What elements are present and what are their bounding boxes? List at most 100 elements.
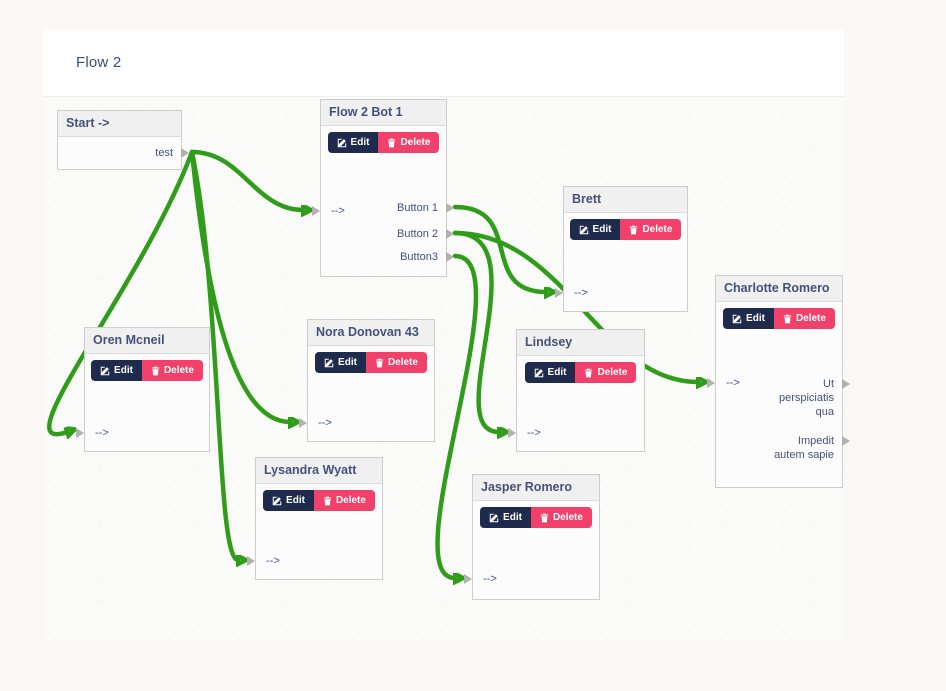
edit-pencil-icon bbox=[489, 513, 499, 522]
output-port-label: test bbox=[155, 147, 173, 159]
trash-icon bbox=[783, 314, 792, 323]
input-port-arrow-icon[interactable] bbox=[312, 206, 320, 216]
node-title: Oren Mcneil bbox=[85, 328, 209, 354]
edge-start-test-to-nora-donovan-43[interactable] bbox=[189, 149, 290, 422]
edit-button-label: Edit bbox=[547, 367, 567, 378]
output-port-arrow-icon[interactable] bbox=[446, 229, 454, 239]
edit-button[interactable]: Edit bbox=[569, 219, 621, 240]
edit-button[interactable]: Edit bbox=[524, 362, 576, 383]
node-title: Start -> bbox=[58, 111, 181, 137]
delete-button[interactable]: Delete bbox=[365, 352, 427, 373]
node-title: Charlotte Romero bbox=[716, 276, 842, 302]
output-port-label: Button 1 bbox=[397, 202, 438, 214]
delete-button[interactable]: Delete bbox=[378, 132, 440, 153]
node-start[interactable]: Start -> test bbox=[57, 110, 189, 170]
flow-title-bar: Flow 2 bbox=[43, 29, 844, 97]
delete-button-label: Delete bbox=[597, 367, 628, 378]
delete-button-label: Delete bbox=[795, 313, 826, 324]
edit-button-label: Edit bbox=[746, 313, 765, 324]
input-port-arrow-icon[interactable] bbox=[555, 288, 563, 298]
input-port-label: --> bbox=[331, 205, 345, 217]
input-port-arrow-icon[interactable] bbox=[707, 378, 715, 388]
edge-button-3-to-jasper-romero[interactable] bbox=[435, 253, 479, 578]
trash-icon bbox=[540, 513, 549, 522]
input-port-arrow-icon[interactable] bbox=[247, 556, 255, 566]
node-nora-donovan-43[interactable]: Nora Donovan 43 Edit Delete --> bbox=[299, 319, 435, 442]
output-port-arrow-icon[interactable] bbox=[446, 203, 454, 213]
delete-button-label: Delete bbox=[387, 357, 418, 368]
node-title: Jasper Romero bbox=[473, 475, 599, 501]
node-actions: Edit Delete bbox=[564, 219, 687, 240]
node-title: Lindsey bbox=[517, 330, 644, 356]
node-actions: Edit Delete bbox=[85, 360, 209, 381]
node-actions: Edit Delete bbox=[517, 362, 644, 383]
edit-pencil-icon bbox=[324, 358, 334, 367]
edit-pencil-icon bbox=[272, 496, 282, 505]
trash-icon bbox=[388, 138, 396, 147]
output-port-arrow-icon[interactable] bbox=[842, 436, 850, 446]
output-port-arrow-icon[interactable] bbox=[842, 379, 850, 389]
edge-button-2-to-lindsey[interactable] bbox=[452, 230, 499, 432]
delete-button-label: Delete bbox=[163, 365, 194, 376]
node-title: Nora Donovan 43 bbox=[308, 320, 434, 346]
output-port-label: Button 2 bbox=[397, 228, 438, 240]
edit-pencil-icon bbox=[100, 366, 110, 375]
node-actions: Edit Delete bbox=[321, 132, 446, 153]
edge-start-test-to-flow-2-bot-1[interactable] bbox=[189, 149, 303, 210]
node-actions: Edit Delete bbox=[256, 490, 382, 511]
edit-button-label: Edit bbox=[114, 365, 133, 376]
edit-button[interactable]: Edit bbox=[263, 490, 314, 511]
edge-button-1-to-brett[interactable] bbox=[452, 204, 546, 292]
input-port-arrow-icon[interactable] bbox=[508, 428, 516, 438]
edit-button[interactable]: Edit bbox=[480, 507, 531, 528]
edit-button-label: Edit bbox=[286, 495, 305, 506]
input-port-arrow-icon[interactable] bbox=[299, 418, 307, 428]
delete-button[interactable]: Delete bbox=[620, 219, 682, 240]
output-port-arrow-icon[interactable] bbox=[181, 148, 189, 158]
edit-pencil-icon bbox=[732, 314, 742, 323]
delete-button-label: Delete bbox=[335, 495, 366, 506]
edit-button-label: Edit bbox=[503, 512, 522, 523]
input-port-label: --> bbox=[574, 287, 588, 299]
edit-button[interactable]: Edit bbox=[327, 132, 379, 153]
edge-start-test-to-lysandra-wyatt[interactable] bbox=[189, 149, 238, 560]
delete-button[interactable]: Delete bbox=[575, 362, 637, 383]
delete-button[interactable]: Delete bbox=[141, 360, 203, 381]
delete-button[interactable]: Delete bbox=[773, 308, 835, 329]
node-title: Brett bbox=[564, 187, 687, 213]
output-port-label: Button3 bbox=[400, 251, 438, 263]
output-port-arrow-icon[interactable] bbox=[446, 252, 454, 262]
trash-icon bbox=[630, 225, 638, 234]
edit-pencil-icon bbox=[337, 138, 346, 147]
node-actions: Edit Delete bbox=[716, 308, 842, 329]
input-port-arrow-icon[interactable] bbox=[76, 428, 84, 438]
edit-pencil-icon bbox=[534, 368, 543, 377]
edit-button-label: Edit bbox=[592, 224, 612, 235]
edit-button[interactable]: Edit bbox=[723, 308, 774, 329]
delete-button-label: Delete bbox=[552, 512, 583, 523]
edit-button[interactable]: Edit bbox=[91, 360, 142, 381]
delete-button[interactable]: Delete bbox=[530, 507, 592, 528]
input-port-arrow-icon[interactable] bbox=[464, 574, 472, 584]
node-flow-2-bot-1[interactable]: Flow 2 Bot 1 Edit Delete --> Button 1 Button … bbox=[312, 99, 454, 277]
node-actions: Edit Delete bbox=[308, 352, 434, 373]
output-port-label: Impedit autem sapie bbox=[774, 435, 834, 461]
delete-button-label: Delete bbox=[400, 137, 431, 148]
trash-icon bbox=[323, 496, 332, 505]
input-port-label: --> bbox=[483, 573, 497, 585]
node-title: Flow 2 Bot 1 bbox=[321, 100, 446, 126]
input-port-label: --> bbox=[726, 377, 740, 389]
edit-button[interactable]: Edit bbox=[315, 352, 366, 373]
input-port-label: --> bbox=[318, 417, 332, 429]
edit-pencil-icon bbox=[579, 225, 588, 234]
delete-button[interactable]: Delete bbox=[313, 490, 375, 511]
edit-button-label: Edit bbox=[350, 137, 370, 148]
trash-icon bbox=[375, 358, 384, 367]
input-port-label: --> bbox=[266, 555, 280, 567]
